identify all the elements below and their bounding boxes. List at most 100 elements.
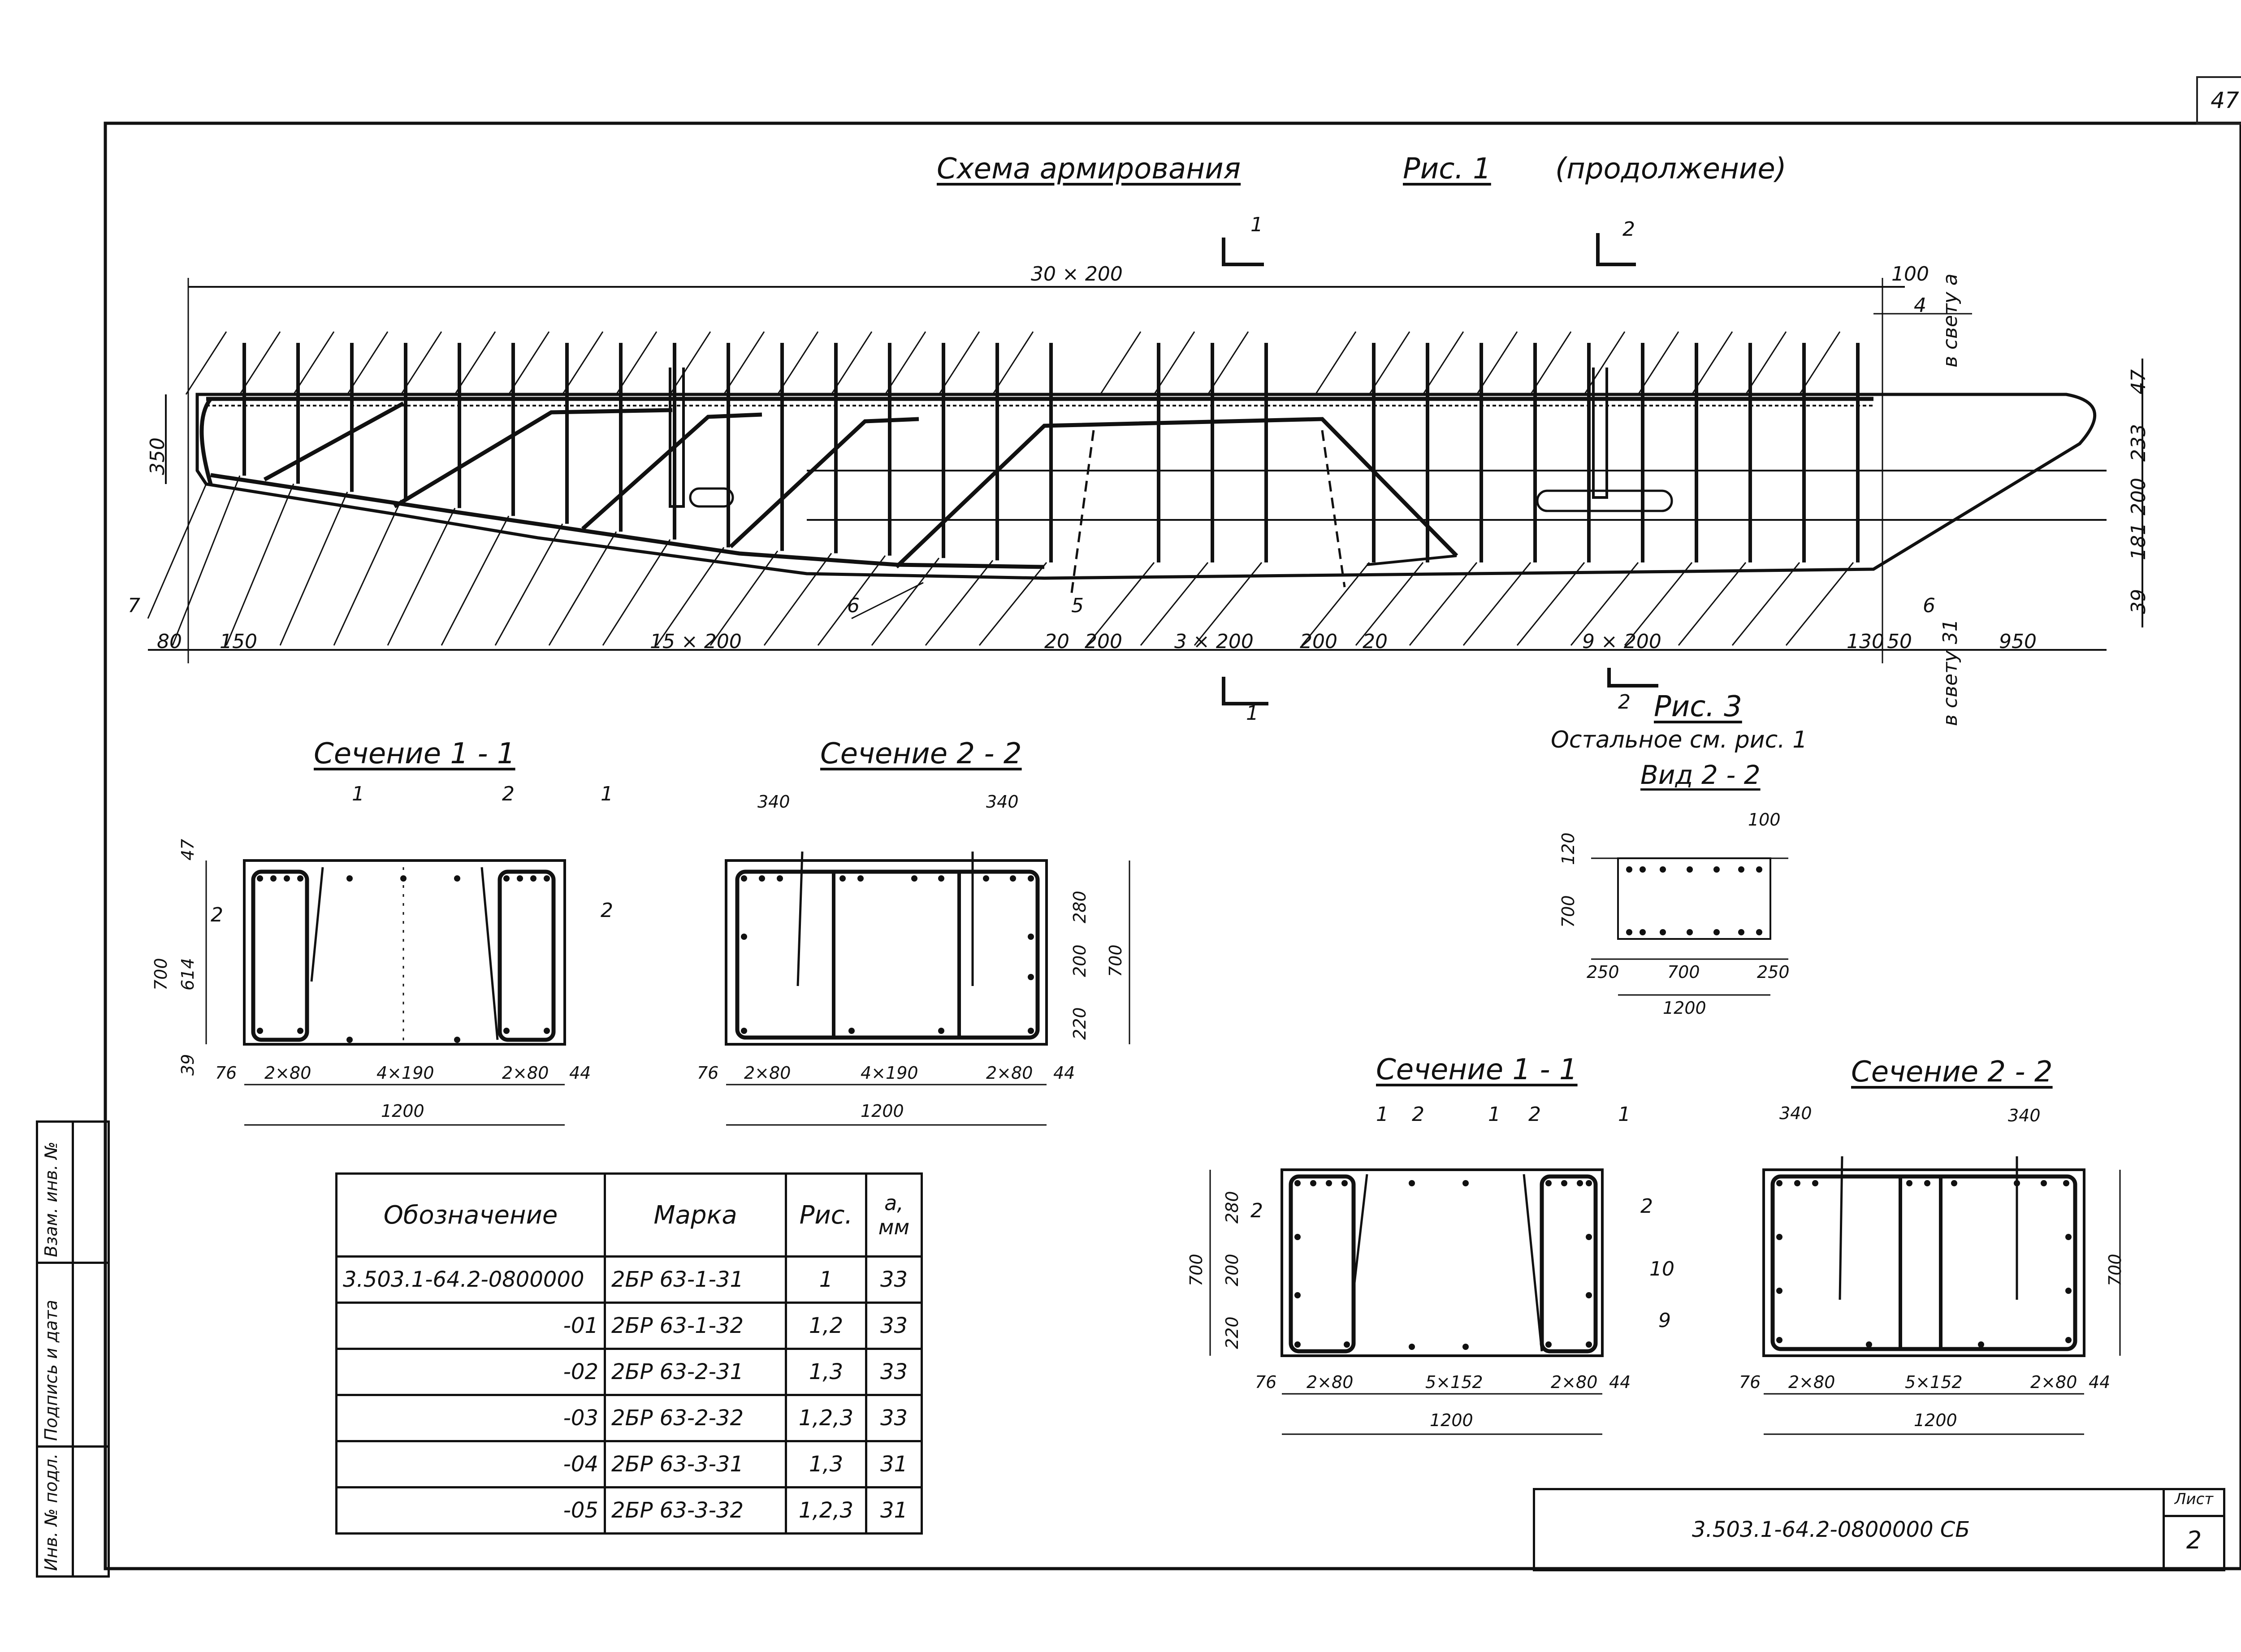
sec11a-title: Сечение 1 - 1 (314, 737, 515, 770)
rebar-dot (1462, 1344, 1469, 1350)
rebar-dot (284, 875, 290, 882)
rebar-dot (2041, 1180, 2047, 1186)
sec11b-title: Сечение 1 - 1 (1376, 1053, 1578, 1086)
hatch-line (1194, 562, 1263, 646)
sec11b-dim-b4: 44 (1609, 1372, 1631, 1392)
rebar-dot (1687, 866, 1693, 873)
hatch-leader (346, 331, 389, 395)
dim-r-1: 233 (2127, 424, 2150, 462)
rebar-dot (297, 875, 303, 882)
sec11a-dim-l1: 614 (178, 958, 198, 990)
hatch-line (1086, 562, 1155, 646)
rebar-dot (2063, 1180, 2069, 1186)
sec11a-dim-b0: 76 (215, 1063, 237, 1083)
rebar-dot (1640, 929, 1646, 935)
hatch-leader (1530, 331, 1572, 395)
rebar-dot (1687, 929, 1693, 935)
sec11a-dim-b1: 2×80 (264, 1063, 311, 1083)
fig3-dim-0: 120 (1558, 832, 1578, 865)
sec22a-title: Сечение 2 - 2 (820, 737, 1022, 770)
hatch-line (978, 562, 1047, 646)
sec22a-dim-r2: 220 (1070, 1007, 1090, 1040)
sheet-label: Лист (2165, 1490, 2223, 1517)
dim-r-0: 47 (2127, 369, 2150, 394)
rebar-dot (1577, 1180, 1583, 1186)
fig3-dim-6: 1200 (1663, 998, 1706, 1018)
dim-r-4: 39 (2127, 589, 2150, 614)
hatch-leader (615, 331, 658, 395)
rebar-dot (1794, 1180, 1800, 1186)
fig3-title: Рис. 3 (1654, 690, 1742, 723)
rebar-dot (270, 875, 277, 882)
spec-cell: 1,2,3 (785, 1394, 867, 1442)
hatch-line (817, 555, 886, 646)
hatch-leader (669, 331, 711, 395)
sec22a-dim-b4: 44 (1053, 1063, 1075, 1083)
sec11a-dim-b2: 4×190 (376, 1063, 434, 1083)
sec11a-dim-b3: 2×80 (502, 1063, 549, 1083)
dim-top-main: 30 × 200 (1031, 263, 1123, 285)
sec22b-dim-t0: 340 (1779, 1103, 1812, 1123)
rebar-dot (1906, 1180, 1912, 1186)
cut-2-bottom: 2 (1618, 691, 1631, 714)
rebar-dot (1344, 1341, 1350, 1348)
rebar-dot (297, 1028, 303, 1034)
hatch-leader (1153, 331, 1195, 395)
table-row: -02 2БР 63-2-31 1,3 33 (335, 1348, 923, 1396)
sec11b-dim-b2: 5×152 (1425, 1372, 1483, 1392)
sec22b-dim-b0: 76 (1739, 1372, 1761, 1392)
rebar-dot (1545, 1341, 1552, 1348)
fig3-dim-1: 100 (1748, 810, 1781, 830)
sec11b-dim-l0: 280 (1222, 1191, 1242, 1224)
sec11a-dim-b5: 1200 (381, 1101, 424, 1121)
section-2-2-a (725, 851, 1130, 1126)
sec11a-callout-2b: 2 (211, 904, 223, 926)
hatch-line (279, 491, 348, 646)
sec22b-dim-b4: 44 (2089, 1372, 2111, 1392)
rebar-dot (2065, 1337, 2072, 1343)
hatch-leader (1637, 331, 1679, 395)
rebar-dot (857, 875, 864, 882)
rebar-dot (1776, 1234, 1782, 1240)
hatch-leader (185, 331, 227, 395)
hatch-leader (1476, 331, 1518, 395)
hatch-leader (831, 331, 873, 395)
section-1-1-b (1209, 1168, 1604, 1435)
spec-h-a: а, мм (865, 1172, 923, 1258)
rebar-dot (938, 875, 944, 882)
hatch-line (763, 553, 832, 646)
spec-cell: -04 (335, 1440, 606, 1488)
dim-b-5: 3 × 200 (1174, 630, 1254, 653)
spec-cell: 2БР 63-3-32 (604, 1486, 787, 1535)
rebar-dot (1028, 875, 1034, 882)
beam-elevation (147, 233, 2143, 705)
strip-podpis: Подпись и дата (41, 1300, 61, 1441)
hatch-leader (1583, 331, 1626, 395)
rebar-dot (1776, 1180, 1782, 1186)
sec22a-dim-t1: 340 (986, 792, 1019, 812)
sec11b-callout-1: 2 (1412, 1103, 1424, 1126)
sec11b-callout-6: 10 (1649, 1258, 1674, 1280)
left-stamp-strip: Взам. инв. № Подпись и дата Инв. № подл. (36, 1120, 110, 1578)
hatch-leader (400, 331, 442, 395)
hatch-line (1516, 562, 1585, 646)
rebar-dot (346, 875, 353, 882)
rebar-dot (741, 934, 747, 940)
sec22b-dim-r0: 700 (2105, 1254, 2125, 1286)
spec-cell: -01 (335, 1302, 606, 1350)
hatch-leader (884, 331, 926, 395)
rebar-dot (1776, 1337, 1782, 1343)
strip-vzam: Взам. инв. № (41, 1141, 61, 1257)
spec-cell: 1,2,3 (785, 1486, 867, 1535)
spec-cell: 3.503.1-64.2-0800000 (335, 1255, 606, 1304)
sec11a-callout-1a: 1 (352, 783, 364, 805)
rebar-dot (530, 875, 536, 882)
sec22a-dim-r3: 700 (1106, 944, 1125, 977)
sec11b-callout-5: 2 (1250, 1199, 1263, 1222)
cut-1-top: 1 (1250, 213, 1263, 236)
title-scheme: Схема армирования (937, 152, 1241, 186)
rebar-dot (1951, 1180, 1957, 1186)
rebar-dot (777, 875, 783, 882)
rebar-dot (544, 875, 550, 882)
rebar-dot (938, 1028, 944, 1034)
